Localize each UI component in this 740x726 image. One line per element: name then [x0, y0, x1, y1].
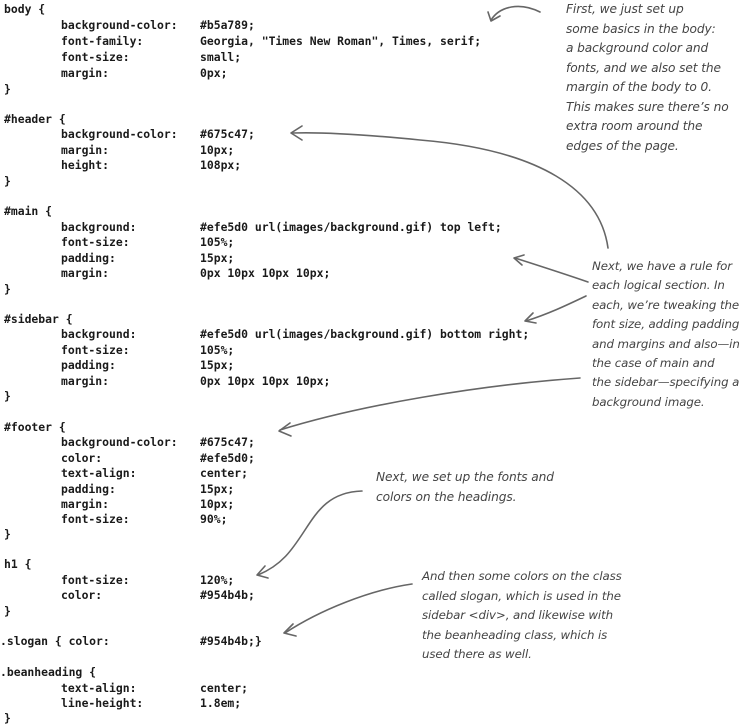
- value: #954b4b;}: [200, 634, 262, 648]
- value: Georgia, "Times New Roman", Times, serif…: [200, 34, 482, 48]
- value: 105%;: [200, 235, 235, 249]
- property: color:: [61, 451, 103, 465]
- arrowhead: [487, 11, 501, 22]
- annotation-body: First, we just set up some basics in the…: [566, 2, 729, 153]
- property: text-align:: [61, 681, 137, 695]
- value: #efe5d0 url(images/background.gif) botto…: [200, 327, 530, 341]
- selector-beanheading: .beanheading {: [0, 665, 97, 679]
- property: font-size:: [61, 235, 130, 249]
- value: #efe5d0 url(images/background.gif) top l…: [200, 220, 502, 234]
- value: #efe5d0;: [200, 451, 255, 465]
- property: margin:: [61, 143, 110, 157]
- property: text-align:: [61, 466, 137, 480]
- property: margin:: [61, 374, 110, 388]
- value: #b5a789;: [200, 18, 255, 32]
- closing-brace: }: [4, 389, 11, 403]
- selector-h1: h1 {: [4, 557, 32, 571]
- annotation-headings: Next, we set up the fonts and colors on …: [376, 470, 554, 504]
- annotation-sections: Next, we have a rule for each logical se…: [592, 259, 740, 409]
- selector-sidebar: #sidebar {: [4, 312, 73, 326]
- property: background-color:: [61, 18, 178, 32]
- property: font-size:: [61, 573, 130, 587]
- property: font-family:: [61, 34, 144, 48]
- selector-slogan: .slogan { color:: [0, 634, 110, 648]
- arrow-to-footer: [279, 377, 581, 431]
- arrowhead: [256, 565, 269, 579]
- annotation-slogan: And then some colors on the class called…: [422, 569, 622, 661]
- closing-brace: }: [4, 174, 11, 188]
- closing-brace: }: [4, 711, 11, 725]
- property: font-size:: [61, 343, 130, 357]
- property: font-size:: [61, 50, 130, 64]
- value: #675c47;: [200, 435, 255, 449]
- value: 0px;: [200, 66, 228, 80]
- value: 10px;: [200, 497, 235, 511]
- arrowhead: [513, 254, 525, 266]
- arrowhead: [278, 422, 292, 437]
- value: 15px;: [200, 251, 235, 265]
- value: center;: [200, 681, 249, 695]
- value: 15px;: [200, 358, 235, 372]
- property: padding:: [61, 358, 116, 372]
- value: 1.8em;: [200, 696, 242, 710]
- property: padding:: [61, 482, 116, 496]
- property: background-color:: [61, 435, 178, 449]
- arrowhead: [290, 125, 303, 141]
- value: center;: [200, 466, 249, 480]
- arrowhead: [283, 623, 297, 637]
- arrow-to-body: [490, 5, 541, 21]
- selector-header: #header {: [4, 112, 66, 126]
- property: background:: [61, 327, 137, 341]
- selector-body: body {: [4, 2, 46, 16]
- value: 120%;: [200, 573, 235, 587]
- property: margin:: [61, 66, 110, 80]
- selector-footer: #footer {: [4, 420, 66, 434]
- value: #954b4b;: [200, 588, 255, 602]
- property: padding:: [61, 251, 116, 265]
- property: line-height:: [61, 696, 144, 710]
- property: height:: [61, 158, 110, 172]
- arrowhead: [524, 312, 537, 324]
- property: background:: [61, 220, 137, 234]
- arrow-to-main: [514, 257, 589, 283]
- value: 0px 10px 10px 10px;: [200, 266, 331, 280]
- closing-brace: }: [4, 82, 11, 96]
- closing-brace: }: [4, 604, 11, 618]
- value: 108px;: [200, 158, 242, 172]
- closing-brace: }: [4, 527, 11, 541]
- value: small;: [200, 50, 242, 64]
- arrow-to-sidebar: [525, 295, 587, 322]
- value: 0px 10px 10px 10px;: [200, 374, 331, 388]
- property: font-size:: [61, 512, 130, 526]
- value: 105%;: [200, 343, 235, 357]
- closing-brace: }: [4, 282, 11, 296]
- property: background-color:: [61, 127, 178, 141]
- property: margin:: [61, 497, 110, 511]
- value: 15px;: [200, 482, 235, 496]
- arrow-to-slogan: [284, 583, 413, 634]
- value: #675c47;: [200, 127, 255, 141]
- property: color:: [61, 588, 103, 602]
- value: 10px;: [200, 143, 235, 157]
- arrow-to-header: [291, 131, 609, 249]
- property: margin:: [61, 266, 110, 280]
- value: 90%;: [200, 512, 228, 526]
- selector-main: #main {: [4, 204, 53, 218]
- arrow-to-h1: [257, 490, 363, 576]
